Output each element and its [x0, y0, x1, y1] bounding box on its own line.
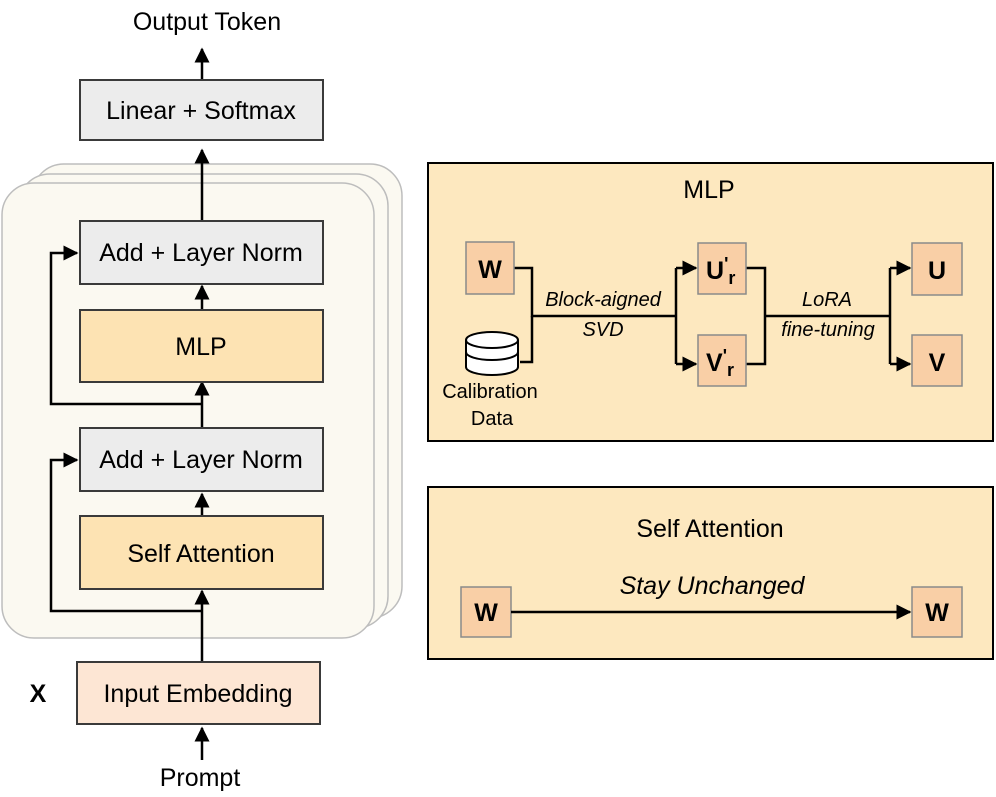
- svd-line2: SVD: [582, 319, 623, 341]
- attn-w-left-box: [460, 586, 512, 638]
- ur-sub: r: [728, 268, 735, 288]
- self-attention-block-label: Self Attention: [127, 540, 274, 568]
- calibration-line2: Data: [471, 408, 514, 430]
- u-box: [911, 242, 963, 296]
- calibration-line1: Calibration: [442, 381, 538, 403]
- unchanged-label: Stay Unchanged: [620, 572, 806, 600]
- add-norm-top-label: Add + Layer Norm: [99, 239, 303, 267]
- v-box: [911, 334, 963, 387]
- add-norm-bottom-label: Add + Layer Norm: [99, 446, 303, 474]
- input-embedding-block: [76, 661, 321, 725]
- mlp-block-label: MLP: [175, 333, 226, 361]
- add-norm-top-block: [79, 220, 324, 285]
- mlp-panel-title: MLP: [683, 176, 734, 204]
- svd-line1: Block-aigned: [545, 289, 662, 311]
- vr-box: [697, 334, 747, 387]
- mlp-connectors: [514, 260, 912, 372]
- input-embedding-label: Input Embedding: [103, 680, 292, 708]
- ur-prime: ': [724, 254, 728, 274]
- mlp-panel: MLP W: [427, 162, 994, 442]
- stack-connectors: [49, 47, 210, 760]
- attn-w-right-label: W: [925, 599, 949, 627]
- ur-base: U: [706, 257, 724, 285]
- vr-prime: ': [723, 346, 727, 366]
- lora-line1: LoRA: [802, 289, 852, 311]
- x-label: X: [30, 680, 47, 708]
- u-label: U: [928, 257, 946, 285]
- ur-label: U'r: [706, 254, 735, 288]
- vr-label: V'r: [706, 346, 734, 380]
- attention-panel-title: Self Attention: [636, 515, 783, 543]
- attention-panel-bg: [427, 486, 994, 660]
- attn-w-right-box: [911, 586, 963, 638]
- add-norm-bottom-block: [79, 427, 324, 492]
- mlp-block: [79, 309, 324, 383]
- transformer-stack: Output Token Linear + Softmax Add + Laye…: [1, 8, 403, 792]
- ur-box: [697, 242, 747, 295]
- output-token-label: Output Token: [133, 8, 281, 36]
- mlp-panel-bg: [427, 162, 994, 442]
- attention-panel: Self Attention W Stay Unchanged W: [427, 486, 994, 660]
- linear-softmax-block: [79, 79, 324, 141]
- mlp-w-box: [465, 241, 515, 295]
- attn-w-left-label: W: [474, 599, 498, 627]
- vr-base: V: [706, 349, 723, 377]
- mlp-w-label: W: [478, 256, 502, 284]
- vr-sub: r: [727, 360, 734, 380]
- self-attention-block: [79, 515, 324, 590]
- database-icon: [465, 331, 519, 376]
- lora-line2: fine-tuning: [781, 319, 874, 341]
- v-label: V: [929, 349, 946, 377]
- prompt-label: Prompt: [160, 764, 241, 792]
- linear-softmax-label: Linear + Softmax: [106, 97, 296, 125]
